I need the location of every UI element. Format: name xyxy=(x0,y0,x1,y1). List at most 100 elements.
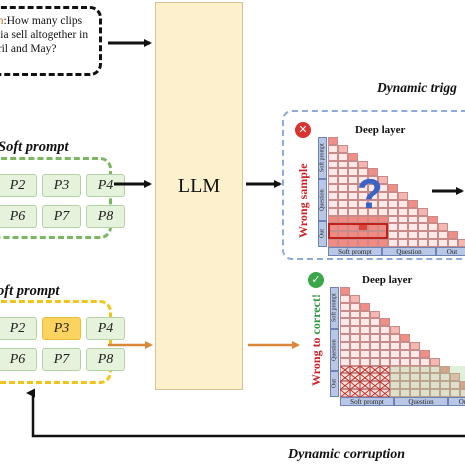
attention-cell xyxy=(360,342,370,350)
attention-cell xyxy=(338,184,348,192)
question-mark-overlay: ? xyxy=(357,170,383,217)
attention-cell xyxy=(400,373,410,382)
attention-cell xyxy=(388,215,398,224)
x-axis-question-top: Question xyxy=(382,247,436,256)
soft-prompt-bottom-title: oft prompt xyxy=(0,283,60,299)
attention-cell xyxy=(358,160,368,169)
attention-cell xyxy=(348,199,358,208)
attention-cell xyxy=(328,137,338,145)
attention-cell xyxy=(410,357,420,366)
corrupted-cell-stroke xyxy=(379,380,390,390)
attention-cell xyxy=(378,215,388,224)
question-highlight: on xyxy=(0,15,4,27)
attention-cell xyxy=(440,381,450,390)
attention-cell xyxy=(328,176,338,185)
attention-cell xyxy=(328,184,338,192)
dynamic-corruption-title: Dynamic corruption xyxy=(288,447,406,462)
attention-panel-top-side-label: Wrong sample xyxy=(296,163,310,238)
attention-cell xyxy=(348,215,358,224)
attention-cell xyxy=(338,239,348,247)
attention-cell xyxy=(340,326,350,335)
attention-cell xyxy=(360,310,370,319)
attention-cell xyxy=(448,239,458,247)
soft-prompt-top-chip-p4: P4 xyxy=(86,174,125,197)
attention-cell xyxy=(450,381,460,390)
attention-cell xyxy=(350,294,360,303)
corrupted-cells-cross xyxy=(340,365,390,397)
attention-cell xyxy=(358,239,368,247)
attention-cell xyxy=(378,207,388,216)
question-text: on:How many clips alia sell altogether i… xyxy=(0,14,102,56)
attention-cell xyxy=(348,184,358,192)
attention-cell xyxy=(428,231,438,240)
attention-cell xyxy=(408,207,418,216)
attention-cell xyxy=(408,239,418,247)
y-axis-soft-prompt-bottom: Soft prompt xyxy=(330,287,339,329)
soft-prompt-bottom-chip-p7: P7 xyxy=(42,348,81,371)
attention-cell xyxy=(420,381,430,390)
attention-cell xyxy=(358,176,368,185)
attention-cell xyxy=(378,176,388,185)
soft-prompt-bottom-chip-p3: P3 xyxy=(42,317,81,340)
attention-cell xyxy=(368,192,378,200)
x-axis-question-bottom: Question xyxy=(394,397,448,406)
cross-icon: ✕ xyxy=(295,122,311,138)
attention-cell xyxy=(440,373,450,382)
attention-cell xyxy=(408,231,418,240)
attention-cell xyxy=(348,160,358,169)
attention-cell xyxy=(398,223,408,232)
attention-cell xyxy=(360,334,370,342)
attention-cell xyxy=(348,207,358,216)
attention-cell xyxy=(328,199,338,208)
attention-cell xyxy=(438,223,448,232)
attention-cell xyxy=(370,349,380,358)
attention-cell xyxy=(380,334,390,342)
attention-cell xyxy=(360,326,370,335)
x-axis-out-bottom: Out xyxy=(448,397,465,406)
attention-cell xyxy=(410,365,420,374)
y-axis-out-top: Out xyxy=(318,221,327,247)
attention-cell xyxy=(328,168,338,177)
attention-cell xyxy=(440,365,450,374)
attention-cell xyxy=(430,357,440,366)
attention-cell xyxy=(400,381,410,390)
attention-cell xyxy=(338,144,348,153)
corrupted-cell-stroke xyxy=(369,365,381,374)
attention-cell xyxy=(380,342,390,350)
attention-cell xyxy=(428,215,438,224)
attention-cell xyxy=(328,160,338,169)
soft-prompt-top-chip-p7: P7 xyxy=(42,205,81,228)
attention-cell xyxy=(438,239,448,247)
attention-cell xyxy=(400,349,410,358)
attention-cell xyxy=(430,373,440,382)
attention-cell xyxy=(418,239,428,247)
attention-cell xyxy=(458,239,465,247)
attention-cell xyxy=(350,326,360,335)
attention-cell xyxy=(390,326,400,335)
attention-cell xyxy=(378,239,388,247)
attention-cell xyxy=(368,168,378,177)
attention-cell xyxy=(388,184,398,192)
attention-cell xyxy=(410,381,420,390)
attention-cell xyxy=(388,231,398,240)
soft-prompt-bottom-chip-p8: P8 xyxy=(86,348,125,371)
question-body: :How many clips alia sell altogether in … xyxy=(0,15,89,55)
attention-cell xyxy=(400,357,410,366)
attention-cell xyxy=(360,302,370,311)
attention-panel-top-layer-title: Deep layer xyxy=(355,124,406,136)
attention-cell xyxy=(338,192,348,200)
attention-cell xyxy=(398,215,408,224)
corrupted-cell-stroke xyxy=(359,380,371,390)
attention-cell xyxy=(380,326,390,335)
attention-grid-top xyxy=(328,137,465,247)
attention-cell xyxy=(338,207,348,216)
attention-cell xyxy=(398,199,408,208)
attention-cell xyxy=(340,294,350,303)
attention-cell xyxy=(408,215,418,224)
attention-cell xyxy=(428,223,438,232)
attention-cell xyxy=(370,310,380,319)
corrupted-cell-stroke xyxy=(340,380,351,390)
side-label-highlight: correct! xyxy=(309,294,323,335)
y-axis-question-top: Question xyxy=(318,179,327,221)
